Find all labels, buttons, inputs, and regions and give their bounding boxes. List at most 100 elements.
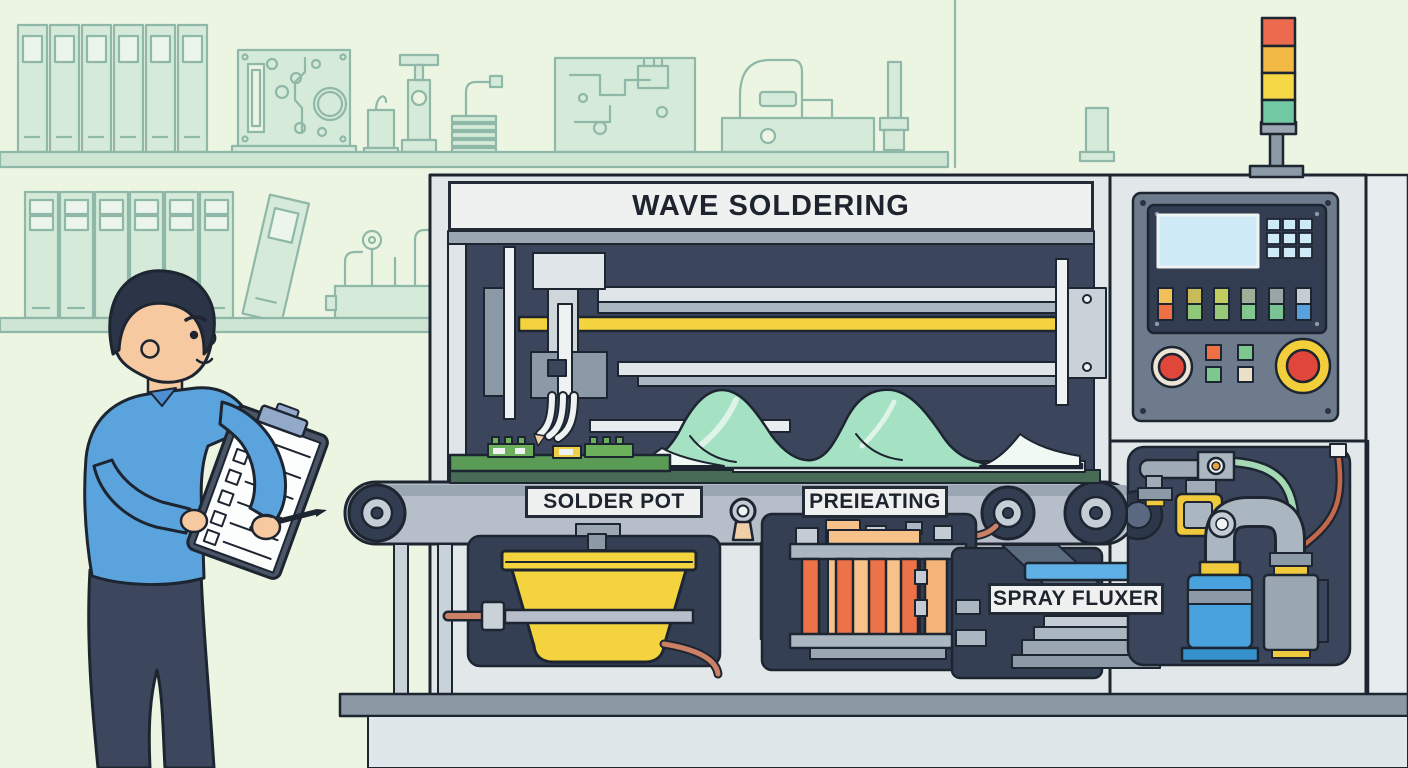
- machine-side-panel: [1364, 173, 1408, 698]
- carriage-bar: [557, 303, 573, 397]
- filter-canister: [1262, 573, 1320, 652]
- heater-bar: [800, 557, 821, 637]
- pump-outline-tall: [398, 53, 440, 154]
- pump-outline-clipped: [1078, 106, 1116, 163]
- emergency-stop-button: [1285, 348, 1321, 384]
- tower-pole: [1268, 130, 1285, 170]
- gantry-slab: [483, 287, 507, 397]
- rail-lower-gray: [637, 375, 1059, 387]
- circuit-panel-outline: [553, 56, 697, 154]
- reset-button: [1157, 352, 1187, 382]
- inspector-person: [83, 269, 329, 768]
- end-post: [1055, 258, 1069, 406]
- keypad: [1266, 218, 1313, 259]
- rail-lower-light: [617, 361, 1059, 377]
- right-hand: [250, 513, 282, 541]
- solder-drip: [533, 433, 546, 447]
- valve-stem: [731, 520, 755, 542]
- pot-rim: [500, 549, 698, 572]
- hmi-screen: [1156, 213, 1260, 269]
- heater-bar: [867, 557, 888, 637]
- tank-band: [1187, 589, 1253, 605]
- pcb-chip: [584, 443, 634, 458]
- indicator-buttons: [1157, 287, 1312, 321]
- conveyor-leg: [393, 543, 409, 696]
- equipment-outline: [324, 228, 435, 320]
- heater-frame-top: [788, 542, 968, 561]
- hose-fitting: [1329, 443, 1347, 458]
- checkbox: [217, 489, 235, 507]
- leaning-binder: [241, 193, 311, 324]
- wave-ribbon: [634, 388, 1084, 470]
- pump-outline-small: [362, 95, 400, 157]
- spray-fluxer-label: SPRAY FLUXER: [988, 583, 1164, 615]
- machine-title-label: WAVE SOLDERING: [448, 181, 1094, 231]
- frame-column: [447, 243, 467, 481]
- checkbox: [232, 447, 250, 466]
- solder-wave: [634, 388, 1084, 470]
- tower-light-amber: [1260, 44, 1297, 75]
- solder-nozzles: [533, 391, 579, 447]
- heater-bar: [834, 557, 855, 637]
- canister-flange: [1269, 552, 1313, 567]
- tank-pedestal: [1180, 646, 1260, 663]
- background-shelves: [0, 0, 1116, 334]
- title-underline-strip: [447, 230, 1095, 245]
- shelf-board: [0, 150, 950, 169]
- pot-bar: [503, 608, 695, 625]
- red-hose: [1297, 449, 1343, 551]
- preheater-station: [760, 512, 978, 672]
- shelf-lower: [0, 190, 435, 334]
- left-hand: [179, 508, 209, 534]
- shirt: [83, 386, 256, 587]
- tower-base: [1248, 164, 1305, 179]
- eyebrow: [184, 315, 207, 322]
- tower-light-red: [1260, 16, 1297, 48]
- screw: [1082, 294, 1092, 304]
- gauge-dot: [1211, 461, 1221, 471]
- tank-cap: [1198, 560, 1242, 577]
- tower-light-green: [1260, 98, 1297, 126]
- heater-bar-warm: [923, 557, 949, 637]
- tower-light-yellow: [1260, 71, 1297, 102]
- checkbox: [209, 509, 228, 528]
- pen-tip: [316, 509, 327, 517]
- table-ledge: [338, 692, 1408, 718]
- heater-foot: [809, 647, 947, 660]
- nose: [210, 330, 217, 346]
- heater-frame-bottom: [788, 632, 968, 650]
- shelf-upper: [0, 0, 1116, 169]
- flux-tray: [1023, 561, 1135, 582]
- rail-upper-light: [597, 286, 1059, 303]
- preheating-label: PREIEATING: [802, 486, 948, 518]
- pipe-box-outline: [720, 58, 910, 154]
- eye: [189, 330, 199, 340]
- smile: [195, 357, 214, 365]
- rail-upper-gray: [597, 301, 1059, 314]
- checkbox: [202, 528, 221, 547]
- flux-tank: [1186, 573, 1254, 650]
- solder-pot-label: SOLDER POT: [525, 486, 703, 518]
- pcb-board: [448, 436, 672, 473]
- clipboard-clip: [256, 404, 309, 438]
- plumbing-compartment: [1126, 443, 1352, 667]
- fluxer-platform: [1033, 626, 1139, 641]
- wave-foot: [979, 433, 1081, 467]
- coil-outline: [450, 74, 504, 156]
- pipe-fitting: [480, 600, 506, 632]
- table-base: [367, 715, 1408, 768]
- carriage-top: [532, 252, 606, 290]
- screw: [1082, 362, 1092, 372]
- control-panel: [1131, 191, 1340, 423]
- trousers: [87, 568, 216, 768]
- signal-tower: [1248, 16, 1305, 179]
- pipe-flange: [1137, 487, 1173, 501]
- thumb: [253, 515, 273, 521]
- solder-pot-station: [442, 497, 777, 679]
- hair: [108, 269, 216, 356]
- binder-labels: [28, 198, 230, 232]
- mode-buttons: [1205, 344, 1254, 383]
- circuit-board-outline: [230, 48, 358, 156]
